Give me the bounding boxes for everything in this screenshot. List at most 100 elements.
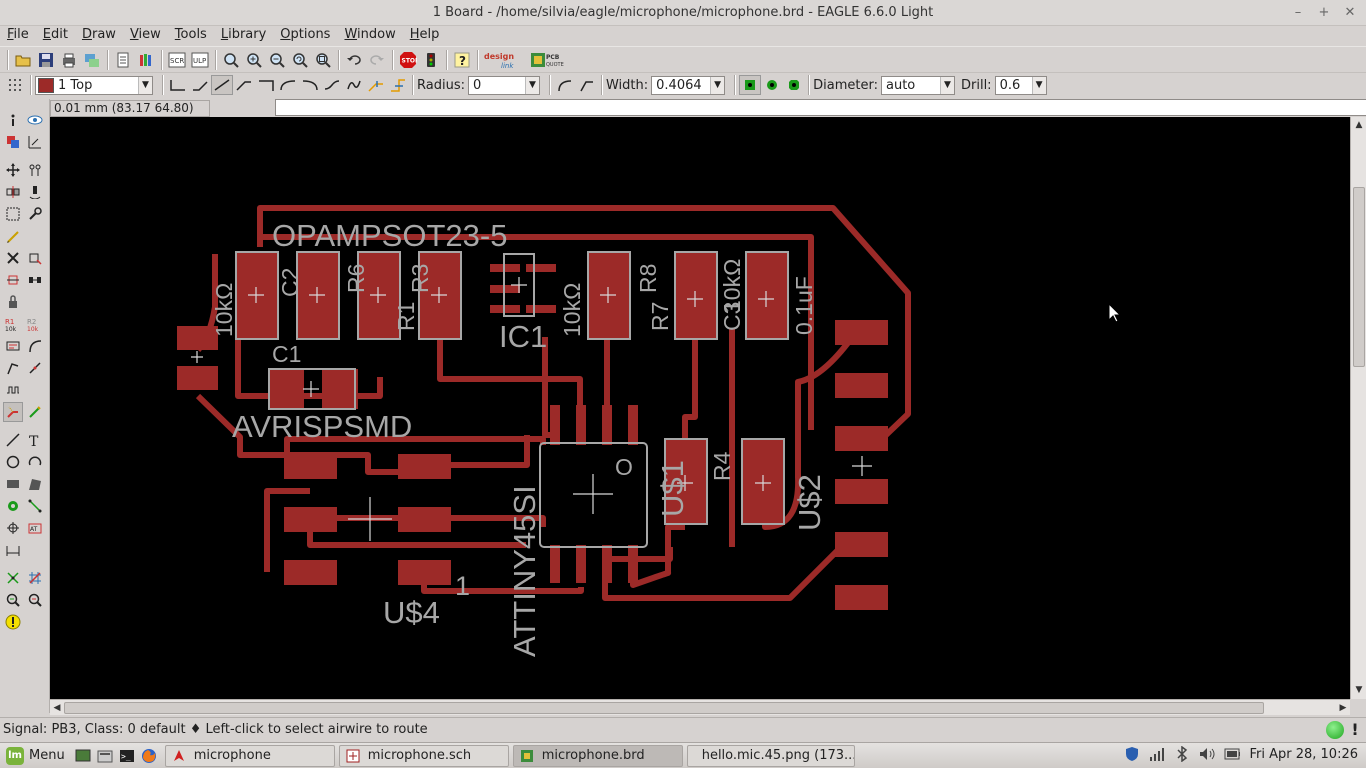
pad[interactable] <box>284 507 337 532</box>
files-launcher[interactable] <box>95 746 115 766</box>
wire-bend-2-button[interactable] <box>211 75 233 95</box>
scroll-left-icon[interactable]: ◀ <box>53 703 61 713</box>
cam-button[interactable] <box>81 49 103 71</box>
wire-bend-8-button[interactable] <box>343 75 365 95</box>
zoom-redraw-button[interactable] <box>289 49 311 71</box>
menu-library[interactable]: Library <box>220 27 267 42</box>
replace-button[interactable] <box>25 270 45 290</box>
wire-button[interactable] <box>3 430 23 450</box>
ulp-button[interactable]: ULP <box>189 49 211 71</box>
task-schematic[interactable]: microphone.sch <box>338 744 509 767</box>
paste-button[interactable] <box>3 227 23 247</box>
wire-bend-3-button[interactable] <box>233 75 255 95</box>
pad[interactable] <box>550 545 560 583</box>
miter-round-button[interactable] <box>554 75 576 95</box>
lock-button[interactable] <box>3 292 23 312</box>
pad[interactable] <box>550 405 560 445</box>
pad[interactable] <box>284 560 337 585</box>
start-menu-button[interactable]: lm Menu <box>0 746 73 765</box>
save-button[interactable] <box>35 49 57 71</box>
drill-select[interactable]: 0.6 ▼ <box>994 75 1047 95</box>
trace-r3[interactable] <box>437 337 583 417</box>
pad[interactable] <box>284 454 337 479</box>
maximize-button[interactable]: + <box>1318 4 1330 20</box>
trace-top-inner[interactable] <box>260 234 814 430</box>
hole-button[interactable] <box>3 518 23 538</box>
pad[interactable] <box>322 369 358 409</box>
attribute-button[interactable]: AT <box>25 518 45 538</box>
menu-draw[interactable]: Draw <box>81 27 116 42</box>
command-line-input[interactable]: ▼ <box>275 99 1366 116</box>
pad[interactable] <box>177 326 218 350</box>
trace-ic-bottom[interactable] <box>630 524 685 588</box>
menu-file[interactable]: File <box>7 27 29 42</box>
dimension-button[interactable] <box>3 540 23 560</box>
firefox-launcher[interactable] <box>139 746 159 766</box>
network-tray-button[interactable] <box>1149 746 1165 762</box>
pad[interactable] <box>398 507 451 532</box>
pad[interactable] <box>835 373 888 398</box>
pad[interactable] <box>628 405 638 445</box>
menu-view[interactable]: View <box>129 27 161 42</box>
diameter-select[interactable]: auto ▼ <box>880 75 955 95</box>
pad[interactable] <box>602 405 612 445</box>
zoom-out-button[interactable] <box>266 49 288 71</box>
task-board[interactable]: microphone.brd <box>512 744 683 767</box>
miter-button[interactable] <box>25 336 45 356</box>
board-canvas[interactable]: OPAMPSOT23-5 IC1 C1 AVRISPSMD U$4 1 O AT… <box>50 117 1350 699</box>
zoom-fit-button[interactable] <box>220 49 242 71</box>
copy-button[interactable] <box>25 160 45 180</box>
pad[interactable] <box>177 366 218 390</box>
pad[interactable] <box>576 545 586 583</box>
delete-button[interactable] <box>3 248 23 268</box>
arc-button[interactable] <box>25 452 45 472</box>
width-select[interactable]: 0.4064 ▼ <box>651 75 726 95</box>
text-button[interactable]: T <box>25 430 45 450</box>
mark-button[interactable] <box>25 132 45 152</box>
vertical-scrollbar[interactable]: ▲ ▼ <box>1350 117 1366 699</box>
stop-button[interactable]: STOP <box>397 49 419 71</box>
pad[interactable] <box>674 252 718 339</box>
undo-button[interactable] <box>343 49 365 71</box>
group-button[interactable] <box>3 204 23 224</box>
miter-straight-button[interactable] <box>576 75 598 95</box>
pad[interactable] <box>835 585 888 610</box>
pcb-drawing[interactable]: OPAMPSOT23-5 IC1 C1 AVRISPSMD U$4 1 O AT… <box>50 117 1350 699</box>
pad[interactable] <box>268 369 304 409</box>
pad[interactable] <box>576 405 586 445</box>
display-button[interactable] <box>3 132 23 152</box>
horizontal-scrollbar[interactable]: ◀ ▶ <box>50 699 1350 715</box>
close-button[interactable]: ✕ <box>1344 4 1356 20</box>
trace-c1[interactable] <box>235 330 383 399</box>
menu-tools[interactable]: Tools <box>174 27 207 42</box>
trace-bottom-run[interactable] <box>602 542 846 601</box>
show-button[interactable] <box>25 110 45 130</box>
trace-avr-3[interactable] <box>264 488 310 572</box>
optimize-button[interactable] <box>25 358 45 378</box>
rect-button[interactable] <box>3 474 23 494</box>
pad[interactable] <box>835 532 888 557</box>
split-button[interactable] <box>3 358 23 378</box>
via-square-button[interactable] <box>739 75 762 95</box>
pad[interactable] <box>665 439 707 524</box>
ripup-button[interactable] <box>25 402 45 422</box>
go-button[interactable] <box>420 49 442 71</box>
info-button[interactable] <box>3 110 23 130</box>
pad[interactable] <box>745 252 789 339</box>
trace-avr-4[interactable] <box>287 515 546 527</box>
change-button[interactable] <box>25 204 45 224</box>
grid-button[interactable] <box>4 74 26 96</box>
via-button[interactable] <box>3 496 23 516</box>
move-button[interactable] <box>3 160 23 180</box>
wire-bend-4-button[interactable] <box>255 75 277 95</box>
print-button[interactable] <box>58 49 80 71</box>
pad[interactable] <box>835 479 888 504</box>
shield-tray-button[interactable] <box>1124 746 1140 762</box>
wire-bend-10-button[interactable] <box>387 75 409 95</box>
trace-ic-right[interactable] <box>604 547 673 573</box>
horizontal-scroll-thumb[interactable] <box>64 702 1264 714</box>
library-button[interactable] <box>135 49 157 71</box>
pad[interactable] <box>526 305 556 313</box>
